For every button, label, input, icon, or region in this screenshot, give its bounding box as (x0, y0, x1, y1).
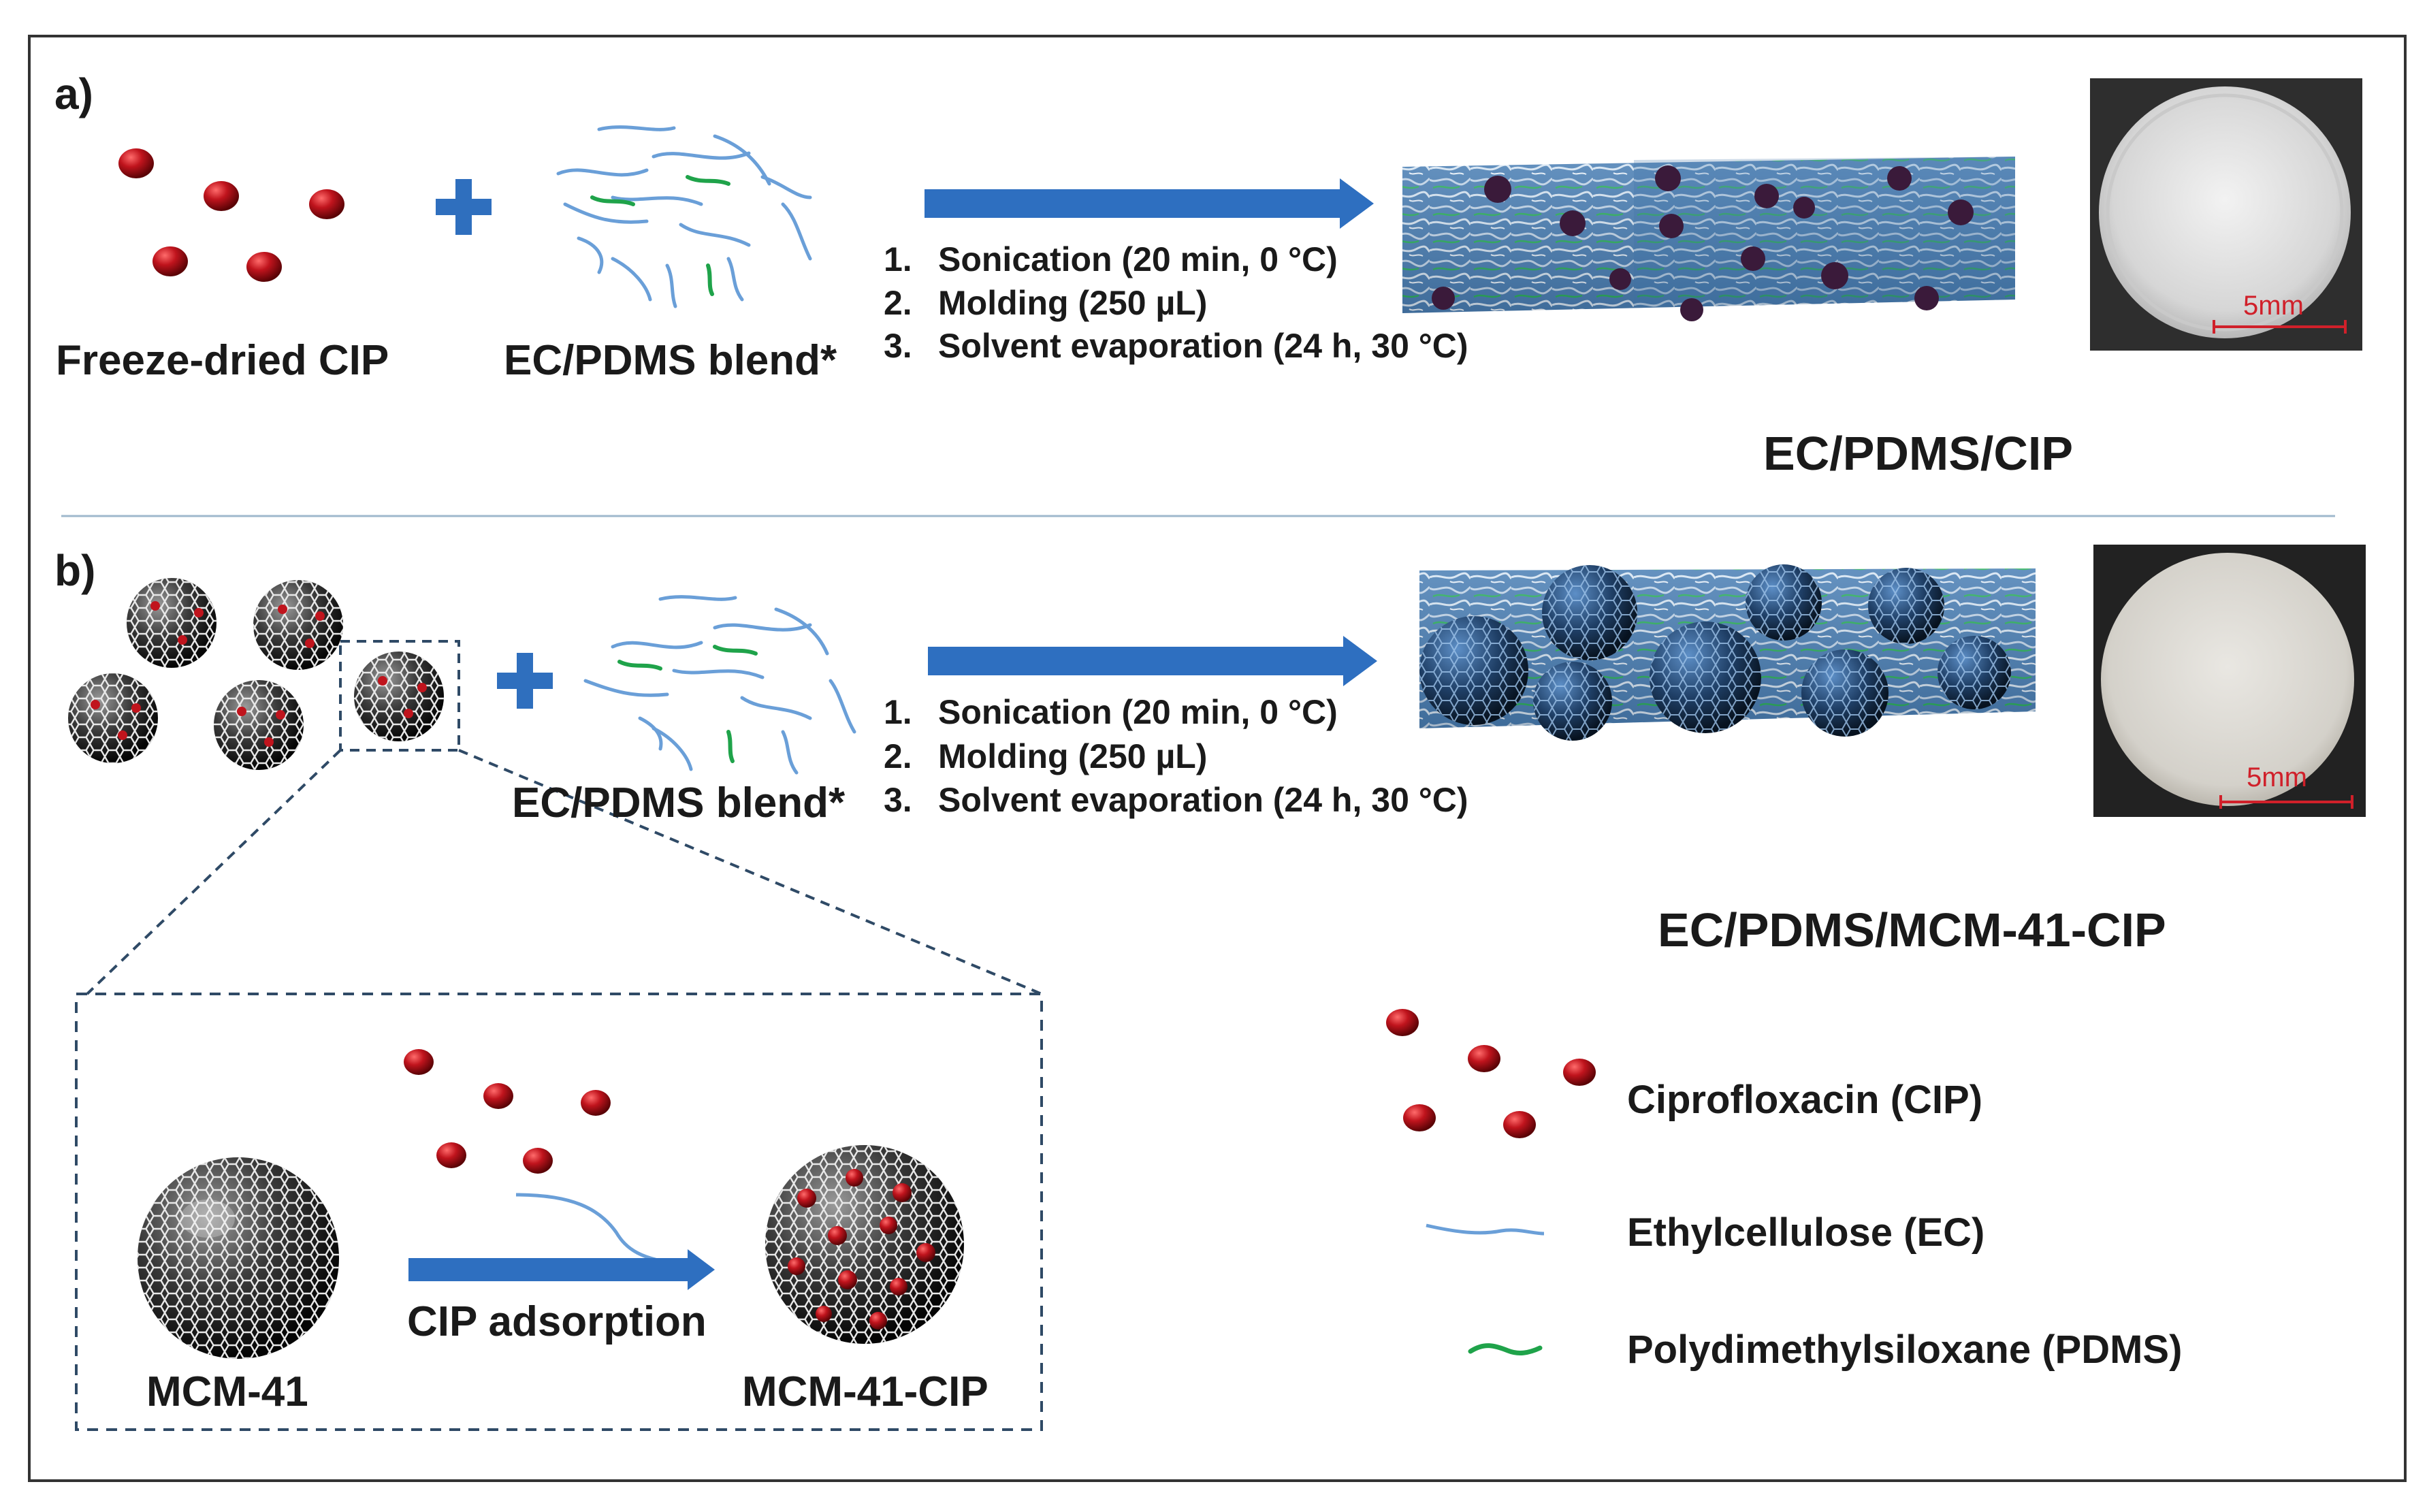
zoom-line-left (86, 749, 342, 995)
scale-bar-label-b: 5mm (2247, 762, 2307, 792)
product-label-a: EC/PDMS/CIP (1763, 427, 2073, 480)
ec-pdms-cip-film-slab (1402, 157, 2015, 321)
step-number: 1. (884, 693, 912, 731)
ec-pdms-blend-icon (556, 125, 812, 308)
inset-box (75, 993, 1043, 1431)
process-steps-b: 1. Sonication (20 min, 0 °C) 2. Molding … (884, 693, 1468, 819)
mcm41-cip-label: MCM-41-CIP (742, 1368, 989, 1415)
step-text: Solvent evaporation (24 h, 30 °C) (938, 327, 1468, 365)
mcm41-cip-sphere-icon (765, 1145, 964, 1344)
step-text: Solvent evaporation (24 h, 30 °C) (938, 781, 1468, 819)
ec-pdms-blend-icon (583, 595, 856, 775)
step-text: Molding (250 µL) (938, 737, 1207, 775)
legend-pdms-label: Polydimethylsiloxane (PDMS) (1627, 1328, 2182, 1372)
freeze-dried-cip-label: Freeze-dried CIP (56, 337, 389, 384)
cip-adsorption-label: CIP adsorption (407, 1298, 707, 1345)
plus-icon (497, 653, 553, 709)
ec-pdms-blend-label-a: EC/PDMS blend* (504, 337, 837, 384)
figure-border (28, 35, 2407, 1482)
panel-b-label: b) (54, 546, 95, 595)
legend-cip-label: Ciprofloxacin (CIP) (1627, 1078, 1982, 1122)
step-text: Sonication (20 min, 0 °C) (938, 693, 1338, 731)
step-number: 1. (884, 240, 912, 278)
cip-adsorption-arrow (408, 1249, 715, 1290)
ec-pdms-mcm41-cip-photo: 5mm (2093, 545, 2366, 817)
mcm41-cip-particles-icon (68, 578, 444, 770)
step-number: 2. (884, 284, 912, 322)
product-label-b: EC/PDMS/MCM-41-CIP (1658, 903, 2166, 956)
panel-a-label: a) (54, 69, 93, 118)
freeze-dried-cip-icon (118, 148, 344, 282)
step-number: 3. (884, 781, 912, 819)
ec-pdms-cip-photo: 5mm (2090, 78, 2362, 351)
plus-icon (436, 179, 492, 235)
process-steps-a: 1. Sonication (20 min, 0 °C) 2. Molding … (884, 240, 1468, 365)
step-number: 3. (884, 327, 912, 365)
blue-line-icon (1426, 1223, 1545, 1236)
ec-pdms-mcm41-cip-film-slab (1419, 564, 2036, 741)
scale-bar-label-a: 5mm (2243, 291, 2304, 321)
legend: Ciprofloxacin (CIP) Ethylcellulose (EC) … (1386, 1009, 2182, 1372)
step-number: 2. (884, 737, 912, 775)
cip-molecules-icon (404, 1049, 611, 1174)
mcm41-sphere-icon (138, 1157, 339, 1359)
green-wave-icon (1468, 1343, 1543, 1355)
red-sphere-icon (1386, 1009, 1596, 1138)
step-text: Molding (250 µL) (938, 284, 1207, 322)
ec-strand-icon (515, 1193, 685, 1267)
mcm41-label: MCM-41 (146, 1368, 308, 1415)
zoom-line-right (458, 749, 1042, 995)
process-arrow-a (925, 178, 1374, 229)
step-text: Sonication (20 min, 0 °C) (938, 240, 1338, 278)
process-arrow-b (928, 636, 1377, 686)
legend-ec-label: Ethylcellulose (EC) (1627, 1210, 1984, 1255)
zoom-source-box (339, 640, 460, 752)
ec-pdms-blend-label-b: EC/PDMS blend* (512, 779, 846, 826)
